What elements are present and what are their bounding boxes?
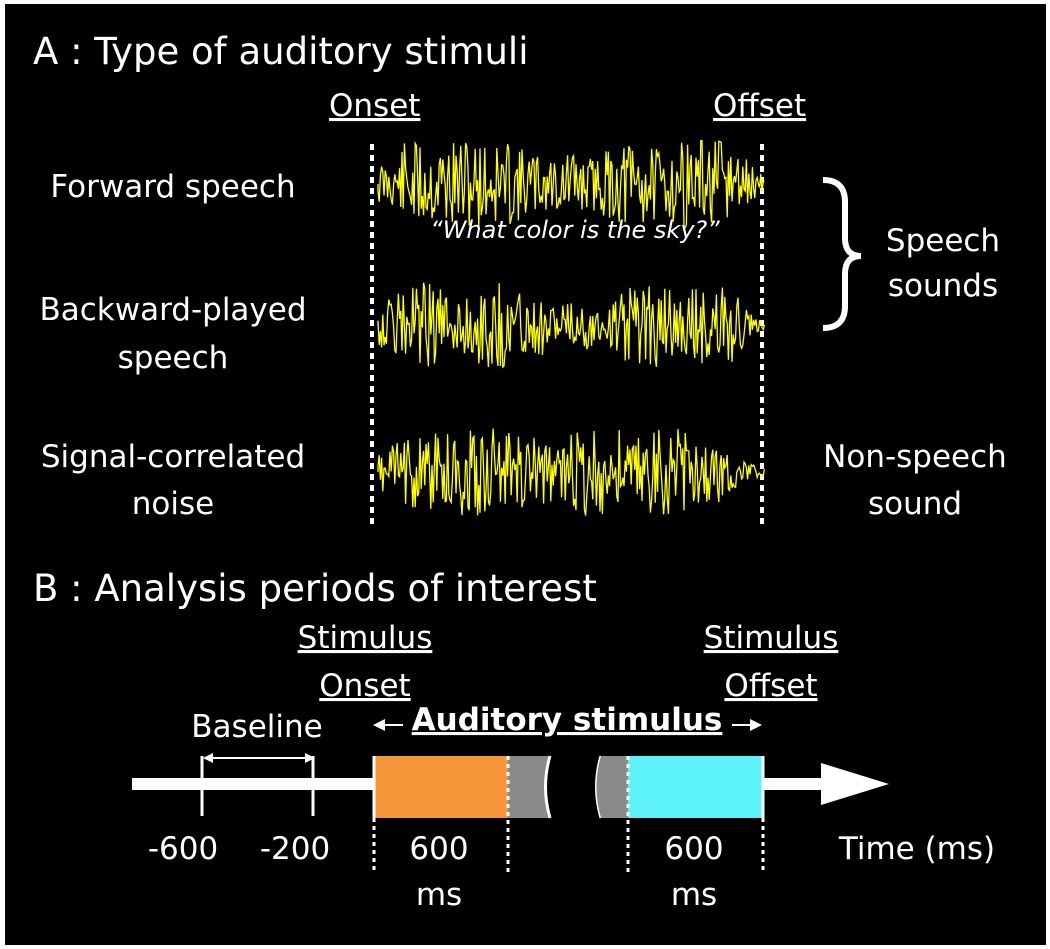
stimulus-onset-line2: Onset <box>319 668 410 704</box>
auditory-span-arrowhead-right <box>750 719 762 731</box>
onset-window-duration-value: 600 <box>409 831 468 867</box>
tick-label-minus-600: -600 <box>148 831 218 867</box>
onset-analysis-window <box>375 756 508 818</box>
diagram-canvas: A : Type of auditory stimuli Onset Offse… <box>33 30 1007 913</box>
offset-analysis-window <box>628 756 762 818</box>
stimulus-label-forward: Forward speech <box>50 169 295 205</box>
auditory-span-arrowhead-left <box>373 719 385 731</box>
timeline-bar-pre <box>132 778 377 790</box>
stimulus-label-noise-line2: noise <box>132 486 214 522</box>
speech-group-brace <box>822 177 862 331</box>
baseline-arrowhead-left <box>203 753 213 763</box>
stimulus-label-backward-line2: speech <box>118 340 229 376</box>
auditory-stimulus-label: Auditory stimulus <box>412 702 723 738</box>
offset-window-duration-value: 600 <box>664 831 723 867</box>
group-label-nonspeech-line2: sound <box>868 486 962 522</box>
waveform-backward-speech <box>377 282 766 369</box>
timeline-bar-post <box>763 778 823 790</box>
time-axis-label: Time (ms) <box>838 831 995 867</box>
gap-segment-left <box>508 756 550 818</box>
figure-panel: A : Type of auditory stimuli Onset Offse… <box>5 4 1046 945</box>
baseline-label: Baseline <box>191 709 322 745</box>
offset-window-duration-unit: ms <box>671 877 717 913</box>
gap-segment-right <box>596 756 628 818</box>
speech-quote: “What color is the sky?” <box>430 216 720 244</box>
group-label-nonspeech-line1: Non-speech <box>823 439 1007 475</box>
offset-label: Offset <box>713 88 806 124</box>
stimulus-label-backward-line1: Backward-played <box>39 292 306 328</box>
break-line-left <box>544 755 552 819</box>
stimulus-offset-line2: Offset <box>724 668 817 704</box>
tick-label-minus-200: -200 <box>260 831 330 867</box>
waveform-signal-correlated-noise <box>377 428 766 516</box>
stimulus-onset-line1: Stimulus <box>298 620 433 656</box>
panel-a-title: A : Type of auditory stimuli <box>33 30 529 73</box>
onset-label: Onset <box>329 88 420 124</box>
group-label-speech-line1: Speech <box>886 223 1000 259</box>
stimulus-label-noise-line1: Signal-correlated <box>41 439 305 475</box>
onset-window-duration-unit: ms <box>416 877 462 913</box>
waveform-forward-speech <box>377 139 765 229</box>
stimulus-offset-line1: Stimulus <box>704 620 839 656</box>
group-label-speech-line2: sounds <box>888 268 998 304</box>
baseline-arrowhead-right <box>305 753 315 763</box>
panel-b-title: B : Analysis periods of interest <box>33 567 597 610</box>
time-arrowhead <box>821 763 889 805</box>
